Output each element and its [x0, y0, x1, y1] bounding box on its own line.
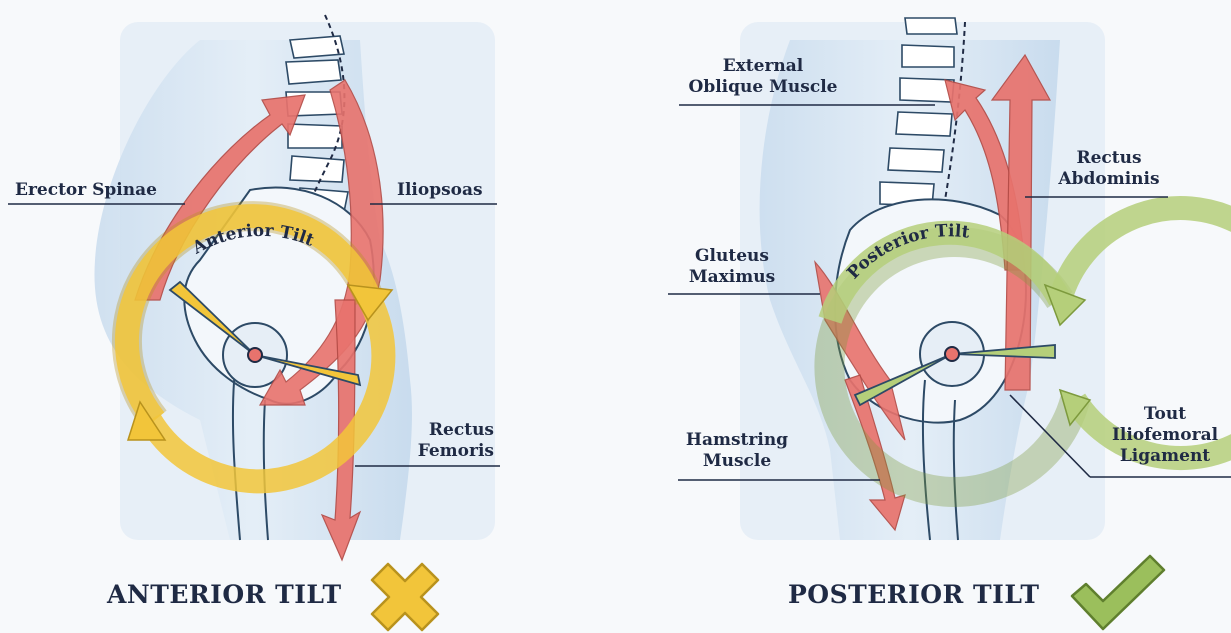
label-iliofemoral-ligament: Tout Iliofemoral Ligament	[1102, 404, 1228, 467]
label-erector-spinae: Erector Spinae	[15, 180, 157, 201]
label-gluteus-maximus: Gluteus Maximus	[672, 246, 792, 288]
posterior-tilt-title: POSTERIOR TILT	[788, 580, 1039, 609]
label-hamstring-muscle: Hamstring Muscle	[672, 430, 802, 472]
anterior-tilt-title: ANTERIOR TILT	[107, 580, 342, 609]
check-mark-icon	[1072, 556, 1164, 629]
label-iliopsoas: Iliopsoas	[397, 180, 483, 201]
label-rectus-femoris: Rectus Femoris	[412, 420, 494, 462]
left-anterior-panel: Anterior Tilt	[8, 15, 500, 560]
label-rectus-abdominis: Rectus Abdominis	[1050, 148, 1168, 190]
label-external-oblique-muscle: External Oblique Muscle	[679, 56, 847, 98]
right-pivot-point	[945, 347, 959, 361]
left-pivot-point	[248, 348, 262, 362]
x-cross-icon	[372, 564, 438, 630]
